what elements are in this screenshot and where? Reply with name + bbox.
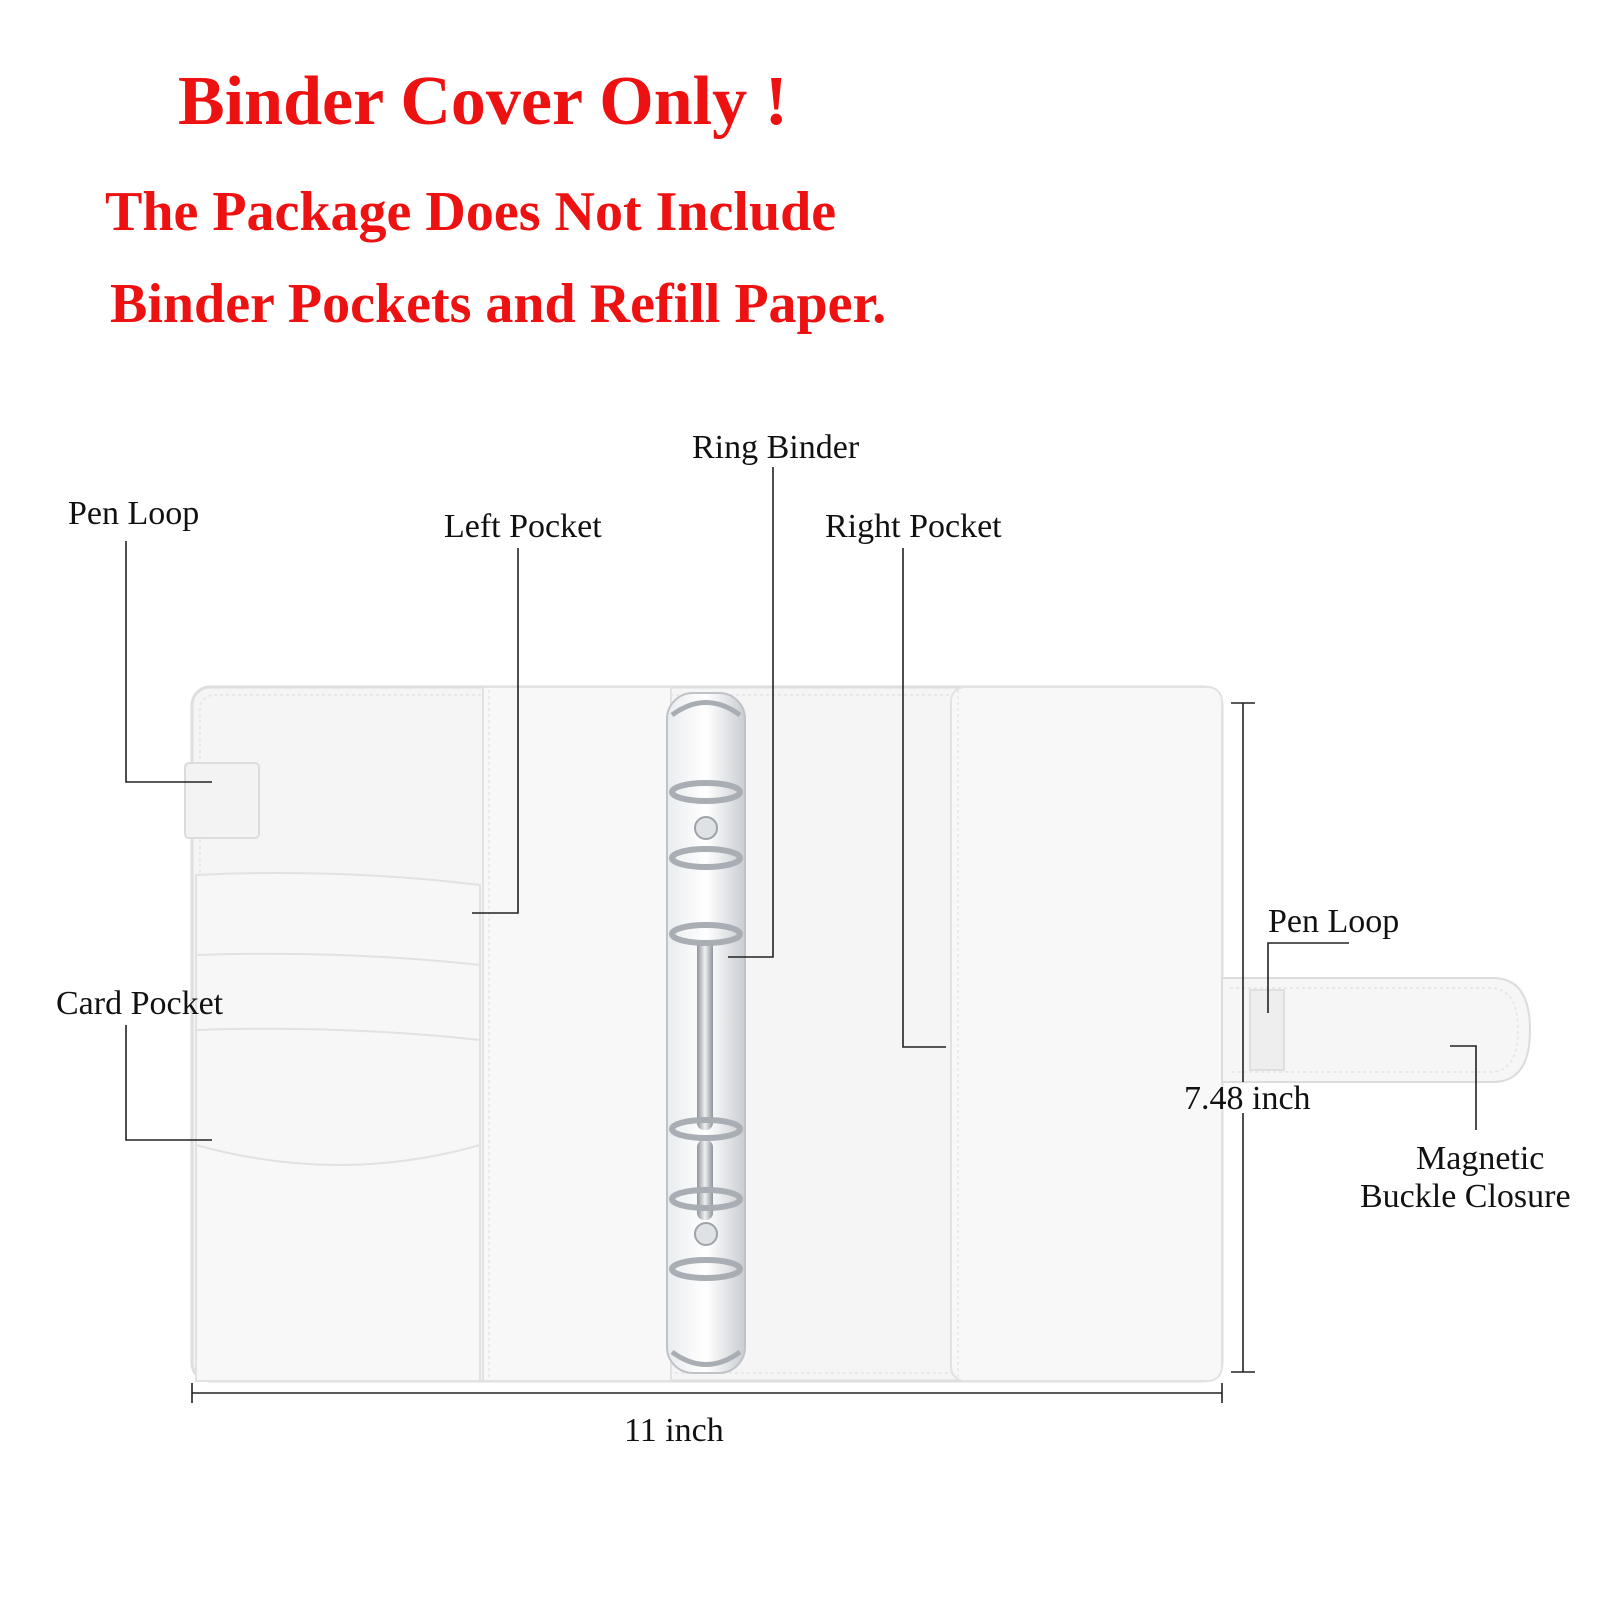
label-right-pocket: Right Pocket — [825, 508, 1002, 545]
dimension-width: 11 inch — [624, 1412, 724, 1449]
title-binder-cover-only: Binder Cover Only ! — [178, 63, 788, 140]
notice-line-1: The Package Does Not Include — [105, 181, 837, 243]
label-ring-binder: Ring Binder — [692, 429, 860, 466]
dimension-height: 7.48 inch — [1184, 1080, 1311, 1117]
label-pen-loop-left: Pen Loop — [68, 495, 200, 532]
label-left-pocket: Left Pocket — [444, 508, 602, 545]
label-card-pocket: Card Pocket — [56, 985, 224, 1022]
label-pen-loop-right: Pen Loop — [1268, 903, 1400, 940]
magnetic-buckle-closure — [1221, 977, 1532, 1083]
dimension-lines — [191, 702, 1255, 1403]
notice-line-2: Binder Pockets and Refill Paper. — [110, 273, 887, 335]
pen-loop-right — [1249, 989, 1285, 1071]
callout-lines — [125, 467, 1477, 1141]
label-buckle-closure: Buckle Closure — [1360, 1178, 1571, 1215]
binder-cover — [184, 685, 1532, 1383]
card-pockets — [195, 871, 481, 1382]
pen-loop-left — [184, 762, 260, 839]
left-pocket — [482, 686, 672, 1382]
right-pocket — [950, 686, 1223, 1382]
label-magnetic: Magnetic — [1416, 1140, 1545, 1177]
ring-binder-mechanism — [666, 692, 746, 1374]
